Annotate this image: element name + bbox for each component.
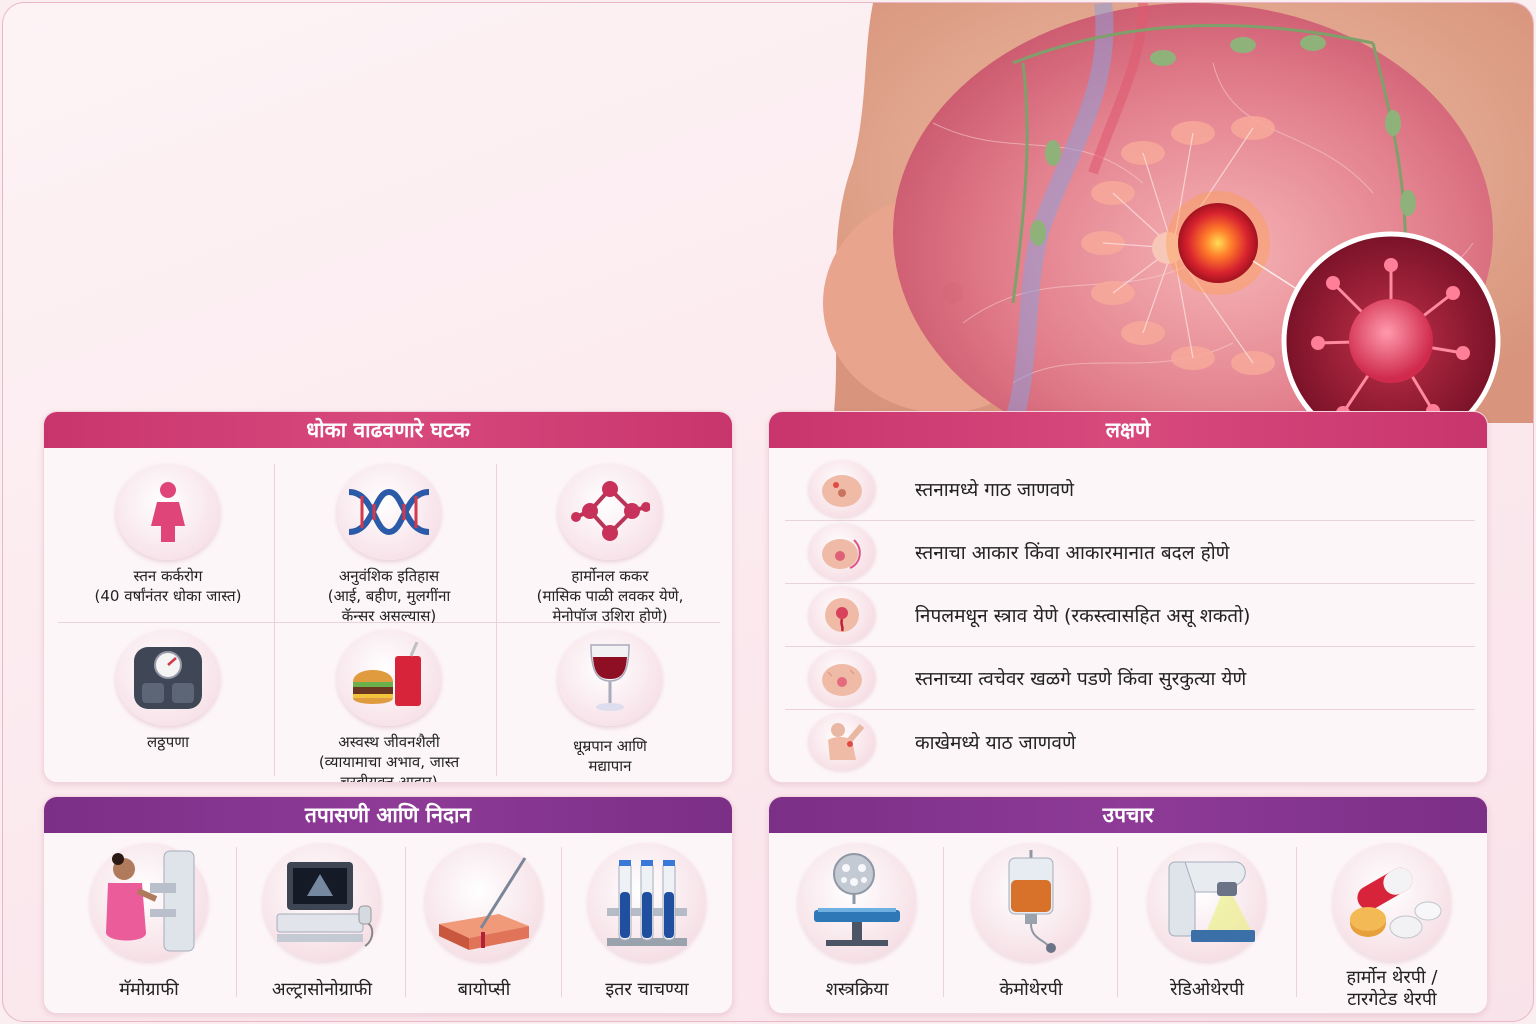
iv-drip-icon [972,843,1090,961]
armpit-lump-icon [809,713,875,770]
treatment-title: उपचार [769,797,1487,833]
dna-icon [337,464,441,560]
diagnosis-items: मॅमोग्राफी अल्ट्रासोनोग्राफी [44,841,732,1011]
diagnosis-item-mammography: मॅमोग्राफी [64,841,234,1007]
risk-item-label: अस्वस्थ जीवनशैली (व्यायामाचा अभाव, जास्त… [318,733,460,783]
breast-shape-change-icon [809,524,875,580]
diagnosis-item-biopsy: बायोप्सी [409,841,559,1007]
risk-item-hormonal: हार्मोनल ककर (मासिक पाळी लवकर येणे, मेनो… [500,464,720,625]
risk-item-label: अनुवंशिक इतिहास (आई, बहीण, मुलगींना कॅन्… [327,567,451,625]
risk-item-label: धूम्रपान आणि मद्यापान [573,737,647,775]
diagnosis-item-ultrasound: अल्ट्रासोनोग्राफी [240,841,404,1007]
nipple-discharge-icon [809,587,875,643]
symptoms-panel: लक्षणे स्तनामध्ये गाठ जाणवणे स्तनाचा आका… [768,411,1488,783]
risk-item-label: स्तन कर्करोग (40 वर्षांनंतर धोका जास्त) [94,567,242,605]
treatment-item-radiotherapy: रेडिओथेरपी [1121,841,1293,1007]
risk-item-obesity: लठ्ठपणा [58,630,278,782]
treatment-item-hormone-targeted: हार्मोन थेरपी / टारगेटेड थेरपी [1300,841,1484,1010]
hormone-molecule-icon [558,464,662,560]
breast-anatomy-illustration [813,3,1533,463]
list-item: स्तनाचा आकार किंवा आकारमानात बदल होणे [785,521,1475,584]
list-item: काखेमध्ये याठ जाणवणे [785,710,1475,773]
symptoms-list: स्तनामध्ये गाठ जाणवणे स्तनाचा आकार किंवा… [785,458,1475,773]
radiotherapy-machine-icon [1148,843,1266,961]
diagnosis-title: तपासणी आणि निदान [44,797,732,833]
surgery-table-icon [798,843,916,961]
breast-lump-icon [809,461,875,517]
symptoms-title: लक्षणे [769,412,1487,448]
risk-item-label: लठ्ठपणा [147,733,189,751]
risk-item-smoking-alcohol: धूम्रपान आणि मद्यापान [500,630,720,782]
weighing-scale-icon [116,630,220,726]
woman-icon [116,464,220,560]
risk-factors-panel: धोका वाढवणारे घटक स्तन कर्करोग (40 वर्षा… [43,411,733,783]
list-item: स्तनामध्ये गाठ जाणवणे [785,458,1475,521]
risk-factors-grid: स्तन कर्करोग (40 वर्षांनंतर धोका जास्त) … [58,464,720,782]
junk-food-icon [337,630,441,726]
risk-item-lifestyle: अस्वस्थ जीवनशैली (व्यायामाचा अभाव, जास्त… [279,630,499,783]
treatment-panel: उपचार शस्त्रक्रिया [768,796,1488,1014]
ultrasound-machine-icon [263,843,381,961]
risk-item-age: स्तन कर्करोग (40 वर्षांनंतर धोका जास्त) [58,464,278,620]
treatment-item-surgery: शस्त्रक्रिया [773,841,941,1007]
treatment-items: शस्त्रक्रिया केमोथेरपी [769,841,1487,1011]
risk-item-genetic: अनुवंशिक इतिहास (आई, बहीण, मुलगींना कॅन्… [279,464,499,625]
wine-glass-icon [558,630,662,726]
treatment-item-chemotherapy: केमोथेरपी [947,841,1115,1007]
mammography-icon [90,843,208,961]
pills-icon [1333,843,1451,961]
list-item: स्तनाच्या त्वचेवर खळगे पडणे किंवा सुरकुत… [785,647,1475,710]
biopsy-needle-icon [425,843,543,961]
test-tubes-icon [588,843,706,961]
risk-item-label: हार्मोनल ककर (मासिक पाळी लवकर येणे, मेनो… [536,567,684,625]
diagnosis-item-other-tests: इतर चाचण्या [565,841,729,1007]
risk-factors-title: धोका वाढवणारे घटक [44,412,732,448]
diagnosis-panel: तपासणी आणि निदान मॅमोग्राफी [43,796,733,1014]
treatment-item-label: हार्मोन थेरपी / टारगेटेड थेरपी [1346,967,1438,1010]
list-item: निपलमधून स्त्राव येणे (रकस्त्वासहित असू … [785,584,1475,647]
skin-dimpling-icon [809,650,875,706]
